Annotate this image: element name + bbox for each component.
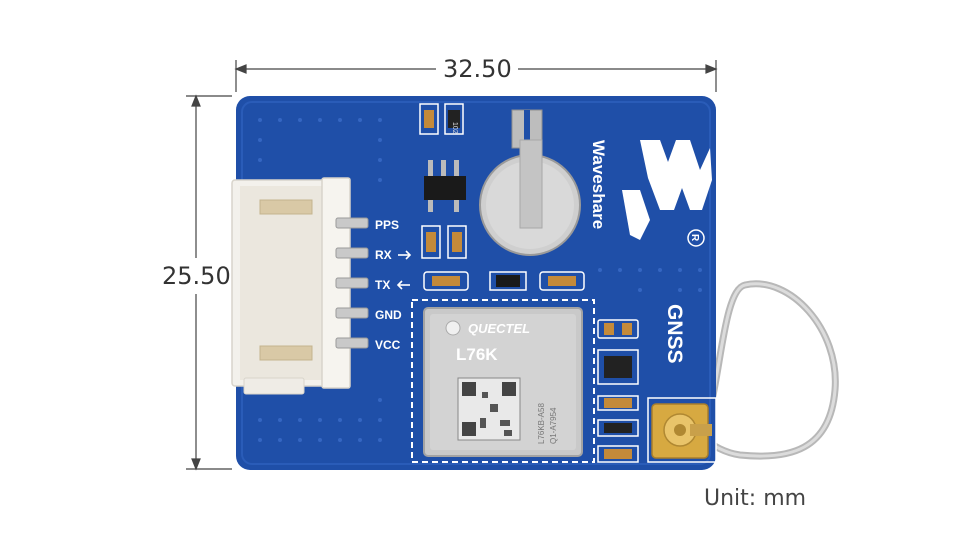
tx-arrow-icon (396, 280, 410, 290)
module-code-1: L76KB-A58 (537, 403, 546, 444)
height-dimension-line (186, 94, 232, 471)
height-dimension-label: 25.50 (160, 262, 233, 290)
waveshare-logo (622, 140, 712, 240)
module-model: L76K (456, 345, 498, 364)
registered-mark-icon: R (687, 229, 705, 247)
unit-label: Unit: mm (704, 486, 807, 511)
antenna-cable (696, 280, 839, 460)
width-dimension-line (234, 60, 718, 92)
pin-label-vcc: VCC (375, 338, 401, 352)
pin-label-gnd: GND (375, 308, 402, 322)
module-code-2: Q1-A7954 (549, 407, 558, 444)
brand-label: Waveshare (589, 140, 608, 229)
rx-arrow-icon (398, 250, 412, 260)
width-dimension-label: 32.50 (437, 55, 518, 83)
module-maker: QUECTEL (468, 321, 530, 336)
pin-label-tx: TX (375, 278, 390, 292)
smd-components-top: 102 (419, 103, 585, 291)
connector-pins (335, 217, 369, 349)
gnss-module (411, 299, 595, 463)
product-label: GNSS (663, 304, 686, 364)
antenna-connector (647, 397, 717, 463)
via-pattern (258, 118, 702, 442)
pin-header-connector (231, 177, 351, 395)
pin-label-rx: RX (375, 248, 392, 262)
resistor-mark: 102 (451, 122, 458, 134)
smd-components-right (597, 319, 639, 463)
registered-mark-text: R (689, 234, 700, 242)
coin-battery (479, 109, 581, 256)
pcb-board (236, 96, 716, 470)
pin-label-pps: PPS (375, 218, 399, 232)
